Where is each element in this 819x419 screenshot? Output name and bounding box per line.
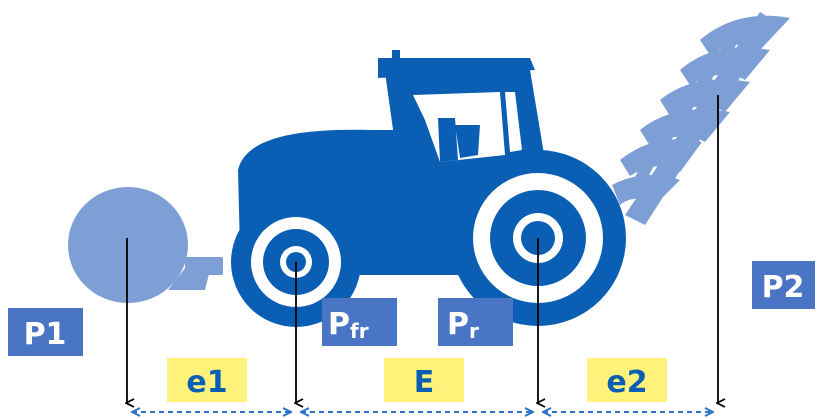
e2-label: e2 bbox=[587, 358, 667, 402]
p2-label: P2 bbox=[752, 261, 815, 309]
svg-text:P1: P1 bbox=[24, 317, 67, 352]
svg-text:e1: e1 bbox=[186, 365, 227, 400]
e-label: E bbox=[384, 358, 464, 402]
svg-text:e2: e2 bbox=[606, 365, 647, 400]
pfr-label: Pfr bbox=[322, 298, 397, 346]
svg-text:Pr: Pr bbox=[447, 307, 479, 343]
svg-text:E: E bbox=[414, 365, 435, 400]
svg-text:Pfr: Pfr bbox=[328, 307, 369, 343]
svg-text:P2: P2 bbox=[762, 270, 805, 305]
e1-label: e1 bbox=[167, 358, 247, 402]
force-arrows bbox=[127, 95, 718, 403]
tractor-icon bbox=[231, 50, 626, 327]
p1-label: P1 bbox=[8, 308, 83, 356]
front-ballast-icon bbox=[68, 187, 223, 303]
pr-label: Pr bbox=[438, 298, 513, 346]
plough-icon bbox=[612, 12, 790, 225]
